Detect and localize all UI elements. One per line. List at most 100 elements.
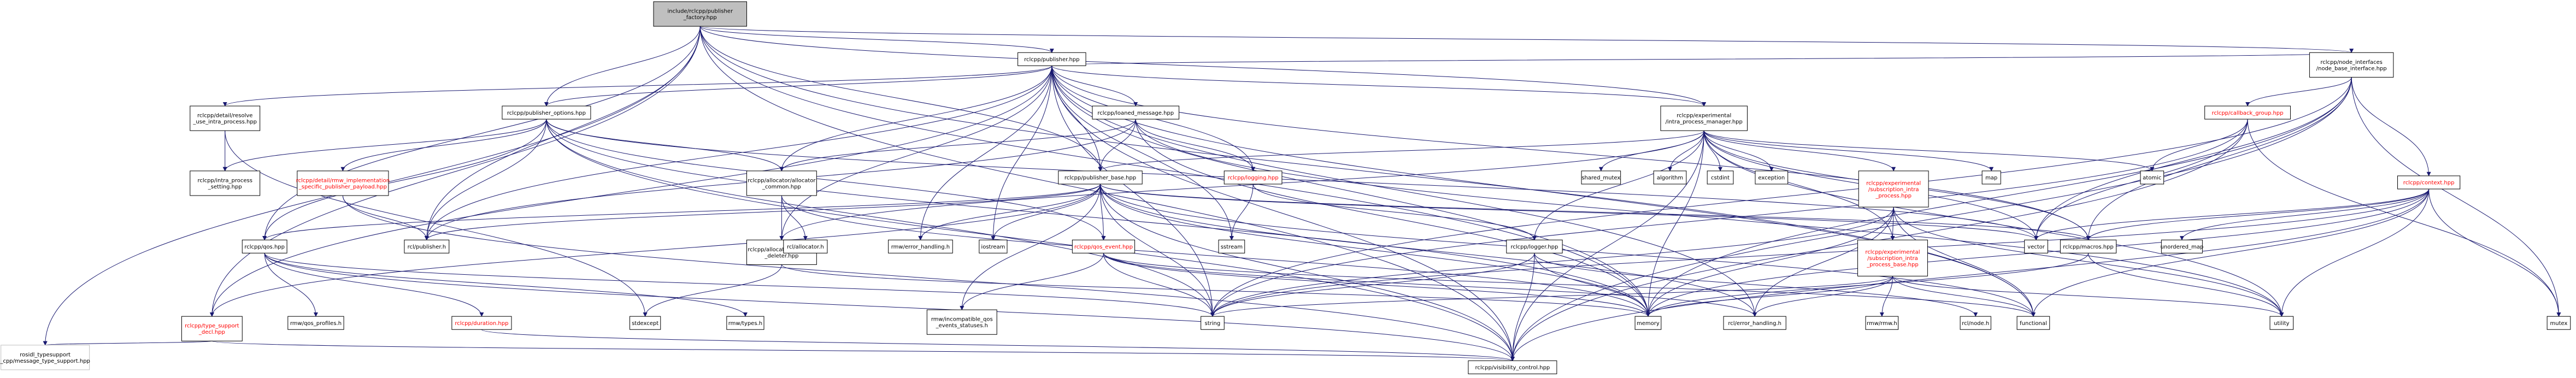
node-shared-mutex[interactable]: shared_mutex xyxy=(1581,170,1621,185)
node-box xyxy=(404,239,450,253)
dependency-edge xyxy=(1532,131,1704,241)
dependency-edge xyxy=(1210,207,1894,317)
node-atomic[interactable]: atomic xyxy=(2140,170,2165,185)
node-map[interactable]: map xyxy=(1981,170,2001,185)
node-box xyxy=(502,105,591,120)
dependency-edge xyxy=(211,340,1514,362)
dependency-edge xyxy=(264,253,748,317)
node-publisher-options[interactable]: rclcpp/publisher_options.hpp xyxy=(502,105,591,120)
node-label: rmw/rmw.h xyxy=(1867,321,1897,327)
node-logging[interactable]: rclcpp/logging.hpp xyxy=(1224,170,1283,185)
dependency-edge xyxy=(991,184,1101,241)
node-publisher-base[interactable]: rclcpp/publisher_base.hpp xyxy=(1058,170,1143,185)
node-stdexcept[interactable]: stdexcept xyxy=(630,316,661,330)
node-intra-process-setting[interactable]: rclcpp/intra_process_setting.hpp xyxy=(190,170,261,196)
node-rcl-node[interactable]: rcl/node.h xyxy=(1960,316,1991,330)
dependency-edge xyxy=(960,184,1101,310)
node-box xyxy=(1981,170,2001,185)
node-cstdint[interactable]: cstdint xyxy=(1707,170,1734,185)
node-functional[interactable]: functional xyxy=(2016,316,2050,330)
node-label: rclcpp/logging.hpp xyxy=(1228,175,1279,181)
node-rcl-error-handling[interactable]: rcl/error_handling.h xyxy=(1723,316,1786,330)
node-box xyxy=(1201,316,1225,330)
dependency-edge xyxy=(1103,253,2036,317)
dependency-edge xyxy=(2351,77,2561,317)
node-rosidl-type-support[interactable]: rosidl_typesupport_cpp/message_type_supp… xyxy=(0,345,90,370)
node-label: _process_base.hpp xyxy=(1866,262,1918,268)
node-label: map xyxy=(1985,175,1997,181)
node-loaned-message[interactable]: rclcpp/loaned_message.hpp xyxy=(1092,105,1180,120)
node-box xyxy=(2269,316,2294,330)
node-label: rclcpp/experimental xyxy=(1677,113,1731,119)
node-label: _use_intra_process.hpp xyxy=(192,119,257,125)
node-box xyxy=(1,345,90,370)
node-publisher-hpp[interactable]: rclcpp/publisher.hpp xyxy=(1018,52,1086,66)
dependency-edge xyxy=(264,253,1215,317)
dependency-edge xyxy=(1510,253,1535,362)
node-context[interactable]: rclcpp/context.hpp xyxy=(2397,175,2461,190)
dependency-edge xyxy=(1703,131,2284,317)
node-sub-intra-process-base[interactable]: rclcpp/experimental/subscription_intra_p… xyxy=(1857,239,1928,276)
node-rmw-types[interactable]: rmw/types.h xyxy=(726,316,764,330)
dependency-edge xyxy=(2247,119,2561,317)
dependency-edge xyxy=(264,253,1515,362)
node-callback-group[interactable]: rclcpp/callback_group.hpp xyxy=(2204,105,2291,120)
dependency-edge xyxy=(699,26,1707,107)
node-iostream[interactable]: iostream xyxy=(979,239,1008,253)
node-box xyxy=(181,316,243,341)
node-algorithm[interactable]: algorithm xyxy=(1653,170,1687,185)
node-mutex[interactable]: mutex xyxy=(2546,316,2571,330)
node-label: _events_statuses.h xyxy=(936,323,988,329)
node-box xyxy=(297,170,389,196)
node-qos[interactable]: rclcpp/qos.hpp xyxy=(242,239,287,253)
node-qos-event[interactable]: rclcpp/qos_event.hpp xyxy=(1072,239,1136,253)
dependency-edge xyxy=(209,184,1101,317)
dependency-edge xyxy=(546,119,1106,241)
dependency-edge xyxy=(960,253,1104,310)
node-vector[interactable]: vector xyxy=(2024,239,2048,253)
node-rmw-impl-payload[interactable]: rclcpp/detail/rmw_implementation_specifi… xyxy=(296,170,390,196)
node-box xyxy=(979,239,1008,253)
node-string[interactable]: string xyxy=(1201,316,1225,330)
node-macros[interactable]: rclcpp/macros.hpp xyxy=(2060,239,2117,253)
node-box xyxy=(2024,239,2048,253)
dependency-edge xyxy=(1135,119,2284,317)
node-rmw-rmw[interactable]: rmw/rmw.h xyxy=(1865,316,1899,330)
node-intra-process-manager[interactable]: rclcpp/experimental/intra_process_manage… xyxy=(1660,105,1748,131)
node-label: utility xyxy=(2274,321,2290,327)
node-rmw-qos-profiles[interactable]: rmw/qos_profiles.h xyxy=(287,316,344,330)
node-box xyxy=(2140,170,2165,185)
node-rcl-allocator[interactable]: rcl/allocator.h xyxy=(783,239,828,253)
node-type-support-decl[interactable]: rclcpp/type_support_decl.hpp xyxy=(181,316,243,341)
node-sstream[interactable]: sstream xyxy=(1218,239,1245,253)
node-root[interactable]: include/rclcpp/publisher_factory.hpp xyxy=(653,1,747,27)
node-sub-intra-process[interactable]: rclcpp/experimental/subscription_intra_p… xyxy=(1858,170,1929,208)
node-node-base-interface[interactable]: rclcpp/node_interfaces/node_base_interfa… xyxy=(2309,52,2394,78)
node-memory[interactable]: memory xyxy=(1634,316,1662,330)
node-utility[interactable]: utility xyxy=(2269,316,2294,330)
dependency-edge xyxy=(1099,184,1215,317)
node-label: shared_mutex xyxy=(1581,175,1620,181)
node-rcl-publisher[interactable]: rcl/publisher.h xyxy=(404,239,450,253)
node-label: rclcpp/detail/rmw_implementation xyxy=(296,178,390,184)
node-rmw-error-handling[interactable]: rmw/error_handling.h xyxy=(888,239,953,253)
node-rmw-incompatible[interactable]: rmw/incompatible_qos_events_statuses.h xyxy=(926,309,997,335)
node-logger[interactable]: rclcpp/logger.hpp xyxy=(1506,239,1563,253)
node-duration[interactable]: rclcpp/duration.hpp xyxy=(451,316,512,330)
node-label: rcl/node.h xyxy=(1962,321,1989,327)
node-box xyxy=(653,1,747,27)
node-box xyxy=(1960,316,1991,330)
node-unordered-map[interactable]: unordered_map xyxy=(2160,239,2203,253)
dependency-edge xyxy=(2034,188,2430,241)
node-exception[interactable]: exception xyxy=(1755,170,1789,185)
node-box xyxy=(1092,105,1180,120)
node-resolve-use-intra[interactable]: rclcpp/detail/resolve_use_intra_process.… xyxy=(190,105,261,131)
node-label: rclcpp/intra_process xyxy=(198,178,252,184)
dependency-edge xyxy=(779,66,1052,241)
node-allocator-common[interactable]: rclcpp/allocator/allocator_common.hpp xyxy=(746,170,817,196)
node-visibility-control[interactable]: rclcpp/visibility_control.hpp xyxy=(1468,360,1557,374)
node-label: rclcpp/type_support xyxy=(185,323,239,329)
node-label: sstream xyxy=(1221,244,1243,250)
node-box xyxy=(726,316,764,330)
node-box xyxy=(2309,52,2394,78)
